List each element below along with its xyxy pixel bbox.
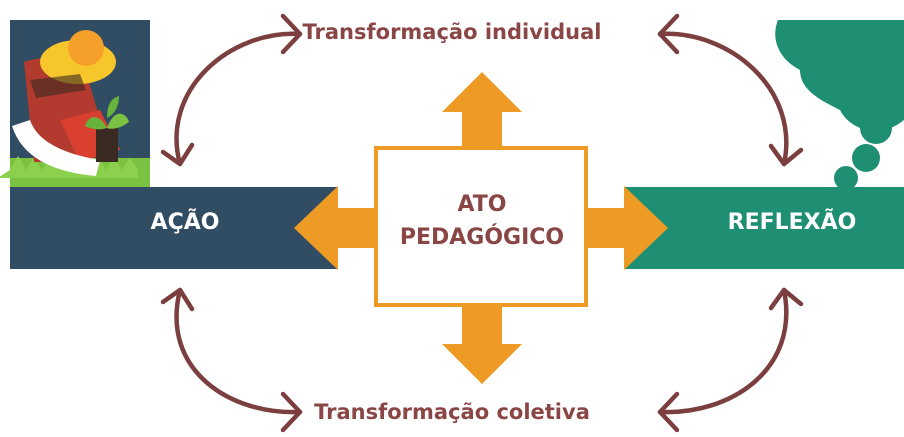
- loop-arrow-bottom-right: [657, 287, 789, 415]
- loop-arrows: [160, 13, 804, 433]
- label-transformacao-coletiva: Transformação coletiva: [314, 400, 590, 424]
- reflexao-band: [624, 187, 904, 269]
- farmer-planting-illustration: [0, 20, 150, 187]
- center-label-line2: PEDAGÓGICO: [399, 225, 565, 250]
- label-ato-pedagogico: ATO PEDAGÓGICO: [378, 188, 586, 254]
- acao-band: [10, 187, 338, 269]
- arrowhead: [160, 142, 195, 167]
- arrow-up: [442, 72, 522, 148]
- arrowhead: [657, 391, 680, 433]
- arrowhead: [657, 13, 680, 55]
- center-arrows: [294, 72, 668, 384]
- arrowhead: [160, 287, 195, 312]
- thought-bubble-illustration: [775, 20, 904, 190]
- label-reflexao: REFLEXÃO: [727, 210, 857, 235]
- label-acao: AÇÃO: [150, 210, 220, 235]
- center-label-line1: ATO: [457, 192, 507, 217]
- arrow-left: [294, 186, 378, 270]
- ato-pedagogico-box: [374, 146, 588, 307]
- arrowhead: [280, 13, 303, 55]
- arrowhead: [768, 143, 804, 167]
- arrowhead: [280, 391, 303, 433]
- arrow-right: [586, 186, 668, 270]
- loop-arrow-bottom-left: [174, 287, 303, 415]
- arrowhead: [768, 287, 804, 311]
- arrow-down: [442, 305, 522, 384]
- loop-arrow-top-right: [657, 31, 789, 167]
- label-transformacao-individual: Transformação individual: [302, 20, 602, 44]
- loop-arrow-top-left: [174, 31, 303, 167]
